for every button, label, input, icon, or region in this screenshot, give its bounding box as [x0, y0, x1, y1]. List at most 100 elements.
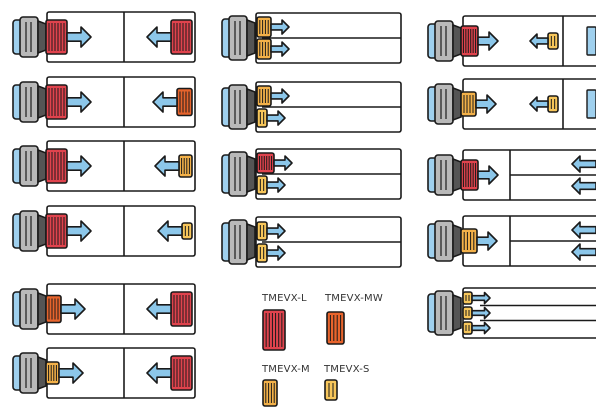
connector-body	[228, 219, 248, 265]
legend-label-tmevx-mw: TMEVX-MW	[325, 293, 383, 304]
connector-collar	[37, 355, 47, 391]
evx-module-icon-l	[170, 19, 193, 55]
module-body	[256, 38, 272, 60]
arrow-shape	[270, 88, 290, 104]
module-body	[256, 243, 268, 263]
flow-arrow-icon-right	[66, 26, 92, 48]
cable-connector-icon	[427, 154, 462, 196]
flow-arrow-icon-right	[477, 31, 499, 51]
evx-module-icon-mw	[176, 87, 193, 117]
cable-connector-icon	[427, 290, 462, 336]
connector-collar	[37, 213, 47, 249]
evx-module-icon-l	[170, 355, 193, 391]
evx-module-icon-s	[324, 379, 338, 401]
flow-arrow-icon-right	[471, 321, 491, 335]
arrow-shape	[475, 94, 497, 114]
arrow-shape	[266, 245, 286, 261]
module-body	[326, 311, 345, 345]
flow-arrow-icon-left	[152, 91, 178, 113]
arrow-shape	[266, 177, 286, 193]
evx-module-icon-m	[262, 379, 278, 407]
connector-body	[228, 151, 248, 197]
evx-module-icon-mw	[326, 311, 345, 345]
module-body	[256, 221, 268, 241]
connector-body	[434, 290, 454, 336]
flow-arrow-icon-right	[273, 155, 293, 171]
flow-arrow-icon-left	[157, 220, 183, 242]
flow-arrow-icon-right	[477, 165, 499, 185]
connector-body	[228, 84, 248, 130]
module-body	[256, 175, 268, 195]
right-config-row-2	[427, 78, 596, 130]
connector-collar	[452, 293, 462, 333]
arrow-shape	[60, 298, 86, 320]
arrow-shape	[471, 306, 491, 320]
evx-module-icon-l	[460, 25, 479, 57]
flow-arrow-icon-right	[266, 223, 286, 239]
arrow-shape	[529, 96, 549, 112]
cable-connector-icon	[427, 20, 462, 62]
module-body	[262, 309, 286, 351]
cable-connector-icon	[12, 81, 47, 123]
flow-arrow-icon-right	[66, 220, 92, 242]
module-body	[547, 32, 559, 50]
evx-module-icon-l	[45, 19, 68, 55]
connector-body	[19, 352, 39, 394]
right-config-row-4	[427, 215, 596, 267]
module-body	[176, 87, 193, 117]
module-body	[462, 306, 473, 320]
cable-connector-icon	[221, 84, 256, 130]
edge-module	[586, 89, 596, 119]
module-body	[460, 91, 477, 117]
evx-module-icon-s	[462, 321, 473, 335]
flow-arrow-icon-left	[529, 96, 549, 112]
evx-module-icon-l	[45, 213, 68, 249]
edge-module	[586, 26, 596, 56]
arrow-shape	[58, 362, 84, 384]
dual-config-row-1	[221, 12, 402, 64]
flow-arrow-icon-right	[270, 41, 290, 57]
config-row-4	[12, 205, 196, 257]
cable-connector-icon	[427, 83, 462, 125]
arrow-shape	[471, 291, 491, 305]
config-row-5	[12, 283, 196, 335]
flow-arrow-icon-left	[146, 298, 172, 320]
arrow-shape	[476, 231, 498, 251]
module-body	[462, 291, 473, 305]
module-body	[45, 294, 62, 324]
evx-module-icon-l	[460, 159, 479, 191]
module-body	[181, 222, 193, 240]
flow-arrow-icon-right	[471, 306, 491, 320]
legend	[262, 309, 345, 407]
module-body	[462, 321, 473, 335]
cable-connector-icon	[221, 151, 256, 197]
connector-collar	[452, 86, 462, 122]
evx-module-icon-m	[256, 38, 272, 60]
module-body	[324, 379, 338, 401]
arrow-shape	[152, 91, 178, 113]
arrow-shape	[146, 298, 172, 320]
module-body	[256, 85, 272, 107]
flow-arrow-icon-right	[270, 19, 290, 35]
evx-module-icon-l	[256, 152, 275, 174]
module-body	[45, 361, 60, 385]
flow-arrow-icon-right	[476, 231, 498, 251]
evx-module-icon-l	[45, 84, 68, 120]
connector-collar	[37, 19, 47, 55]
arrow-shape	[66, 220, 92, 242]
arrow-shape	[146, 26, 172, 48]
connector-body	[434, 220, 454, 262]
flow-arrow-icon-left	[154, 155, 180, 177]
flow-arrow-icon-left	[146, 26, 172, 48]
arrow-shape	[154, 155, 180, 177]
evx-module-icon-s	[256, 175, 268, 195]
flow-arrow-icon-right	[58, 362, 84, 384]
connector-collar	[246, 154, 256, 194]
flow-arrow-icon-right	[266, 110, 286, 126]
connector-body	[434, 83, 454, 125]
evx-module-icon-s	[256, 108, 268, 128]
connector-collar	[246, 18, 256, 58]
right-config-row-5	[427, 287, 596, 339]
